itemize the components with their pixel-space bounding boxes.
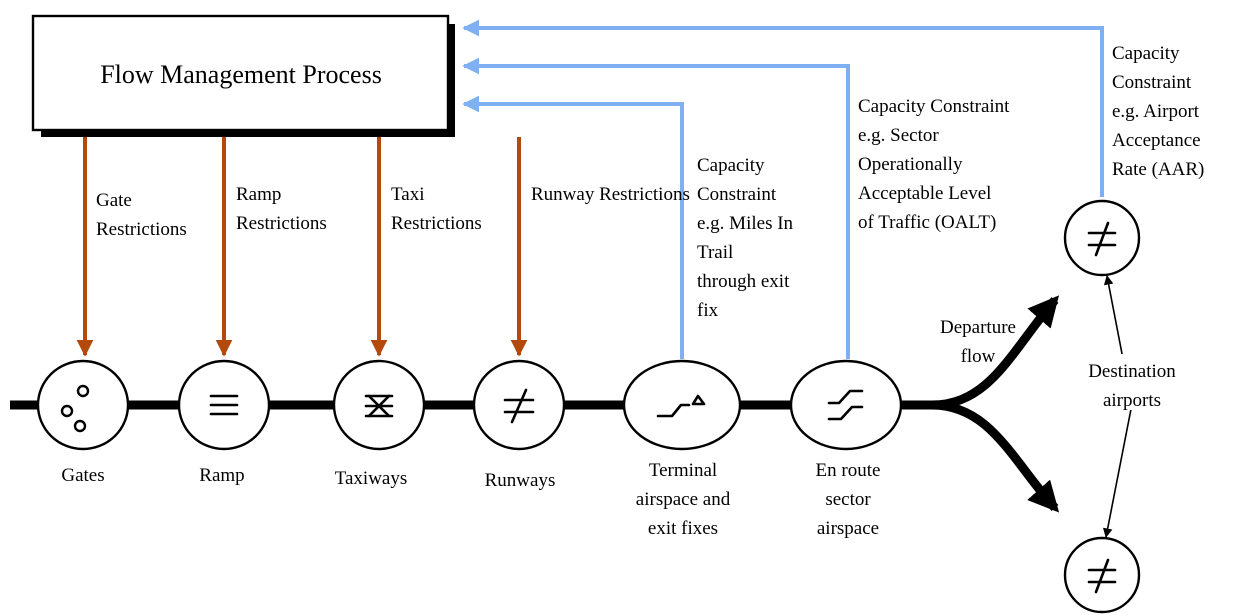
svg-text:Destination: Destination [1088,361,1176,382]
terminal-constraint-arrow [462,95,684,359]
destination-airport-upper [1063,199,1141,277]
ramp-icon [209,394,239,416]
runways-node [472,359,566,451]
svg-text:Operationally: Operationally [858,154,963,175]
svg-text:Runway Restrictions: Runway Restrictions [531,184,690,205]
svg-text:Ramp: Ramp [199,465,244,486]
terminal-label: Terminal airspace and exit fixes [636,460,731,539]
ramp-restrictions-label: Ramp Restrictions [236,184,327,234]
runway-restrictions-label: Runway Restrictions [531,184,690,205]
departure-flow-label: Departure flow [940,317,1016,367]
svg-text:Departure: Departure [940,317,1016,338]
runways-label: Runways [485,470,556,491]
svg-text:Trail: Trail [697,242,733,263]
svg-text:Capacity: Capacity [697,155,765,176]
ramp-node [177,359,271,451]
gates-label: Gates [61,465,104,486]
svg-text:of Traffic (OALT): of Traffic (OALT) [858,212,996,233]
gates-node [36,359,130,451]
svg-text:Capacity Constraint: Capacity Constraint [858,96,1010,117]
svg-text:airspace and: airspace and [636,489,731,510]
terminal-node [622,359,742,451]
svg-text:e.g. Miles In: e.g. Miles In [697,213,794,234]
flow-management-title: Flow Management Process [100,60,382,89]
svg-text:through exit: through exit [697,271,790,292]
taxiways-node [332,359,426,451]
svg-text:Ramp: Ramp [236,184,281,205]
gate-restrictions-label: Gate Restrictions [96,190,187,240]
svg-text:Gate: Gate [96,190,132,211]
svg-text:airports: airports [1103,390,1161,411]
not-equal-icon [503,388,535,424]
enroute-node [789,359,903,451]
destination-airport-lower [1063,536,1141,614]
svg-text:sector: sector [825,489,871,510]
taxi-restrictions-label: Taxi Restrictions [391,184,482,234]
svg-text:exit fixes: exit fixes [648,518,718,539]
svg-text:Acceptable Level: Acceptable Level [858,183,991,204]
svg-text:airspace: airspace [817,518,879,539]
terminal-constraint-label: Capacity Constraint e.g. Miles In Trail … [697,155,794,321]
enroute-constraint-arrow [462,57,850,359]
svg-text:e.g. Airport: e.g. Airport [1112,101,1200,122]
svg-text:Restrictions: Restrictions [391,213,482,234]
sector-icon [827,389,864,421]
airport-constraint-label: Capacity Constraint e.g. Airport Accepta… [1112,43,1204,180]
enroute-constraint-label: Capacity Constraint e.g. Sector Operatio… [858,96,1010,233]
exit-fix-icon [656,394,706,418]
svg-text:Terminal: Terminal [649,460,717,481]
gates-icon [60,384,90,433]
svg-text:Gates: Gates [61,465,104,486]
svg-text:Capacity: Capacity [1112,43,1180,64]
taxiways-label: Taxiways [335,468,408,489]
svg-text:Restrictions: Restrictions [236,213,327,234]
svg-text:Taxi: Taxi [391,184,425,205]
svg-text:Constraint: Constraint [1112,72,1192,93]
svg-text:fix: fix [697,300,719,321]
svg-text:flow: flow [961,346,996,367]
departure-flow-arrow-up [931,295,1059,410]
enroute-label: En route sector airspace [816,460,881,539]
svg-text:Acceptance: Acceptance [1112,130,1201,151]
ramp-label: Ramp [199,465,244,486]
flow-management-box: Flow Management Process [31,14,455,137]
svg-text:Runways: Runways [485,470,556,491]
airport-constraint-arrow [462,19,1104,197]
svg-text:Taxiways: Taxiways [335,468,408,489]
destination-arrow-down [1102,403,1133,538]
svg-text:Rate (AAR): Rate (AAR) [1112,159,1204,180]
not-equal-icon [1087,558,1117,594]
svg-text:Restrictions: Restrictions [96,219,187,240]
svg-text:En route: En route [816,460,881,481]
departure-flow-arrow-down [931,400,1060,513]
taxiways-icon [364,394,394,418]
not-equal-icon [1087,221,1117,257]
destination-airports-label: Destination airports [1071,354,1193,411]
svg-text:e.g. Sector: e.g. Sector [858,125,939,146]
svg-text:Constraint: Constraint [697,184,777,205]
